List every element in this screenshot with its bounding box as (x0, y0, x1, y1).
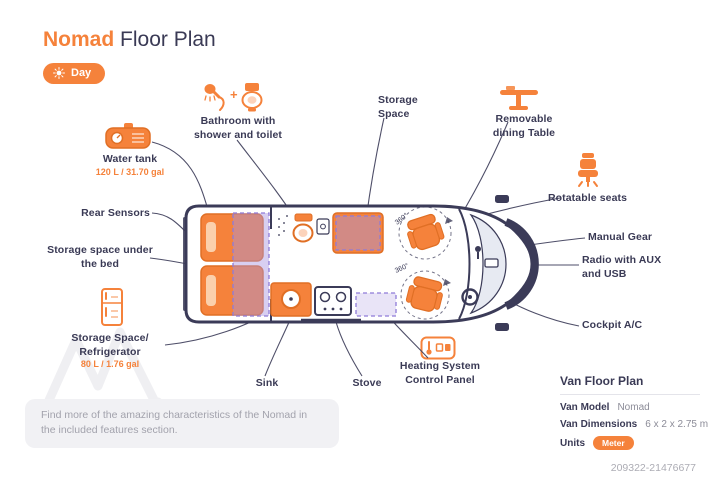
refrigerator-icon (101, 288, 123, 326)
watermark-id: 209322-21476677 (610, 462, 696, 474)
callout-storage-space: Storage Space (378, 94, 418, 120)
page-title-rest: Floor Plan (120, 28, 216, 51)
callout-cockpit-ac: Cockpit A/C (582, 319, 643, 331)
rotatable-seat-rear: 360° (394, 262, 451, 320)
toilet (292, 213, 314, 243)
callout-storage-under-bed: Storage space under the bed (47, 244, 153, 270)
seat-icon (578, 153, 598, 187)
van-info-heading: Van Floor Plan (560, 374, 700, 395)
radio-unit (484, 258, 499, 268)
van-info-row-dimensions: Van Dimensions 6 x 2 x 2.75 m (560, 419, 708, 430)
callout-radio: Radio with AUX and USB (582, 254, 662, 280)
storage-cabinet (332, 212, 384, 254)
van-model-value: Nomad (617, 402, 650, 413)
callout-water-tank: Water tank (102, 153, 158, 165)
features-note: Find more of the amazing characteristics… (25, 399, 339, 448)
bathroom-sink (316, 218, 330, 235)
toilet-icon (241, 83, 263, 112)
sink-unit (270, 282, 312, 317)
heating-zone (355, 292, 397, 317)
callout-storage-refrigerator: Storage Space/ Refrigerator (71, 332, 149, 358)
van-dimensions-value: 6 x 2 x 2.75 m (645, 419, 709, 430)
water-tank-icon (105, 123, 151, 149)
units-meter-pill[interactable]: Meter (593, 436, 634, 450)
dining-table-icon (500, 86, 538, 110)
under-bed-storage-zone (232, 212, 270, 317)
steering-wheel (461, 288, 479, 306)
callout-dining-table: Removable dining Table (492, 113, 556, 139)
day-mode-label: Day (71, 67, 92, 79)
bathroom-sink-bowl (320, 223, 326, 230)
page-title: Nomad Floor Plan (43, 28, 216, 52)
callout-bathroom: Bathroom with shower and toilet (193, 115, 283, 141)
side-mirror-top (495, 195, 509, 203)
van-model-label: Van Model (560, 402, 610, 413)
heating-panel-icon (420, 336, 456, 360)
sun-icon (53, 67, 65, 79)
bed (200, 213, 264, 316)
page-title-brand: Nomad (43, 28, 115, 51)
stove-unit (314, 286, 352, 316)
van-info-row-units: Units Meter (560, 436, 700, 450)
callout-sink: Sink (255, 377, 279, 389)
water-tank-capacity: 120 L / 31.70 gal (95, 167, 165, 177)
rear-bumper (183, 217, 187, 311)
van-dimensions-label: Van Dimensions (560, 419, 638, 430)
callout-stove: Stove (352, 377, 382, 389)
rotatable-seat-front: 360° (393, 206, 453, 260)
units-label: Units (560, 437, 585, 449)
van-info-row-model: Van Model Nomad (560, 402, 700, 413)
plus-icon: + (230, 87, 238, 102)
refrigerator-capacity: 80 L / 1.76 gal (80, 359, 140, 369)
gear-shifter (475, 246, 481, 259)
callout-rotatable-seats: Rotatable seats (547, 192, 628, 204)
van-info-panel: Van Floor Plan Van Model Nomad Van Dimen… (560, 374, 708, 456)
bathroom-icons: + (202, 82, 264, 112)
callout-rear-sensors: Rear Sensors (81, 207, 150, 219)
side-mirror-bottom (495, 323, 509, 331)
callout-heating-panel: Heating System Control Panel (399, 360, 481, 386)
heating-zone-fill (356, 293, 396, 316)
callout-manual-gear: Manual Gear (588, 231, 653, 243)
van-floorplan-diagram: 360° 360° (183, 195, 539, 331)
shower-icon (204, 84, 225, 111)
day-mode-toggle[interactable]: Day (43, 63, 106, 84)
